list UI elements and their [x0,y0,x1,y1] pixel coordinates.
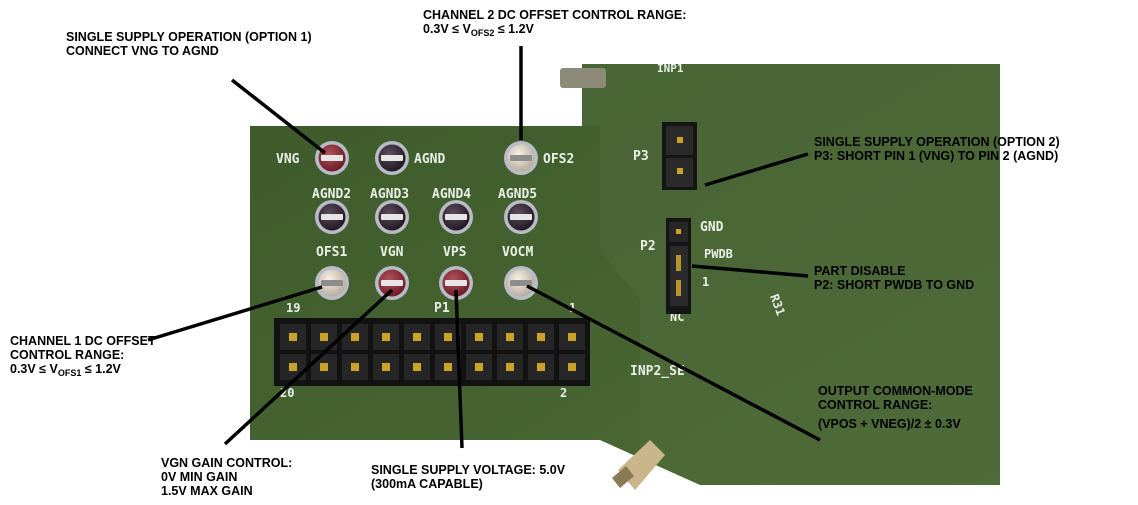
silk-vocm: VOCM [502,245,533,260]
silk-ofs1: OFS1 [316,245,347,260]
callout-line: 0V MIN GAIN [161,470,238,484]
silk-agnd: AGND [414,152,445,167]
silk-p3: P3 [633,149,649,164]
silk-pwdb: PWDB [704,247,733,261]
leader-ch1-offset [147,285,323,342]
silk-vgn: VGN [380,245,404,260]
callout-ch1-offset: CHANNEL 1 DC OFFSET CONTROL RANGE: 0.3V … [10,334,156,378]
silk-pin19: 19 [286,301,300,315]
p3-jumper-header [662,122,697,190]
silk-inp1: INP1 [657,62,684,75]
callout-single-supply-opt1: SINGLE SUPPLY OPERATION (OPTION 1) CONNE… [66,30,312,58]
silk-agnd5: AGND5 [498,187,537,202]
silk-agnd2: AGND2 [312,187,351,202]
leader-single-supply-opt1 [230,78,327,155]
test-point-vps [439,266,473,300]
test-point-agnd [375,141,409,175]
silk-agnd3: AGND3 [370,187,409,202]
test-point-agnd5 [504,200,538,234]
callout-ch2-offset: CHANNEL 2 DC OFFSET CONTROL RANGE: 0.3V … [423,8,687,38]
callout-line: CHANNEL 2 DC OFFSET CONTROL RANGE: [423,8,687,22]
callout-line: CHANNEL 1 DC OFFSET [10,334,156,348]
callout-line: VGN GAIN CONTROL: [161,456,293,470]
leader-single-supply-opt2 [704,152,809,187]
callout-line: SINGLE SUPPLY OPERATION (OPTION 2) [814,135,1060,149]
callout-line: OUTPUT COMMON-MODE [818,384,973,398]
callout-single-supply-opt2: SINGLE SUPPLY OPERATION (OPTION 2) P3: S… [814,135,1060,163]
silk-p1: P1 [434,301,450,316]
leader-vgn-gain [223,288,394,446]
p2-jumper-header [666,218,691,314]
formula-pre: 0.3V ≤ V [423,22,471,36]
formula-post: ≤ 1.2V [81,362,121,376]
leader-output-cm [526,284,821,442]
callout-output-cm: OUTPUT COMMON-MODE CONTROL RANGE: (VPOS … [818,384,973,431]
callout-line: SINGLE SUPPLY OPERATION (OPTION 1) [66,30,312,44]
silk-p2: P2 [640,239,656,254]
formula-pre: 0.3V ≤ V [10,362,58,376]
test-point-agnd4 [439,200,473,234]
silk-agnd4: AGND4 [432,187,471,202]
callout-formula: 0.3V ≤ VOFS1 ≤ 1.2V [10,362,156,378]
silk-p2-pin1: 1 [702,275,709,289]
callout-line: 1.5V MAX GAIN [161,484,253,498]
silk-gnd: GND [700,220,724,235]
callout-line: (VPOS + VNEG)/2 ± 0.3V [818,417,961,431]
callout-part-disable: PART DISABLE P2: SHORT PWDB TO GND [814,264,974,292]
p1-header [274,318,590,386]
callout-line: SINGLE SUPPLY VOLTAGE: 5.0V [371,463,566,477]
silk-vps: VPS [443,245,467,260]
callout-line: P3: SHORT PIN 1 (VNG) TO PIN 2 (AGND) [814,149,1059,163]
test-point-vgn [375,266,409,300]
silk-inp2-se: INP2_SE [630,364,685,379]
test-point-ofs2 [504,141,538,175]
silk-pin2: 2 [560,386,567,400]
callout-line: P2: SHORT PWDB TO GND [814,278,975,292]
test-point-agnd2 [315,200,349,234]
formula-sub: OFS2 [470,28,495,38]
formula-post: ≤ 1.2V [494,22,534,36]
test-point-vng [315,141,349,175]
callout-formula: 0.3V ≤ VOFS2 ≤ 1.2V [423,22,686,38]
silk-vng: VNG [276,152,300,167]
leader-supply-voltage [454,289,464,449]
silk-r31: R31 [767,292,788,317]
callout-vgn-gain: VGN GAIN CONTROL: 0V MIN GAIN 1.5V MAX G… [161,456,292,498]
test-point-vocm [504,266,538,300]
sma-connector [560,68,665,490]
callout-line: CONTROL RANGE: [818,398,933,412]
callout-line: (300mA CAPABLE) [371,477,483,491]
callout-supply-voltage: SINGLE SUPPLY VOLTAGE: 5.0V (300mA CAPAB… [371,463,565,491]
callout-line: CONTROL RANGE: [10,348,125,362]
leader-part-disable [691,264,809,278]
callout-line: CONNECT VNG TO AGND [66,44,219,58]
test-point-ofs1 [315,266,349,300]
test-point-agnd3 [375,200,409,234]
formula-sub: OFS1 [57,368,82,378]
callout-line: PART DISABLE [814,264,906,278]
silk-ofs2: OFS2 [543,152,574,167]
